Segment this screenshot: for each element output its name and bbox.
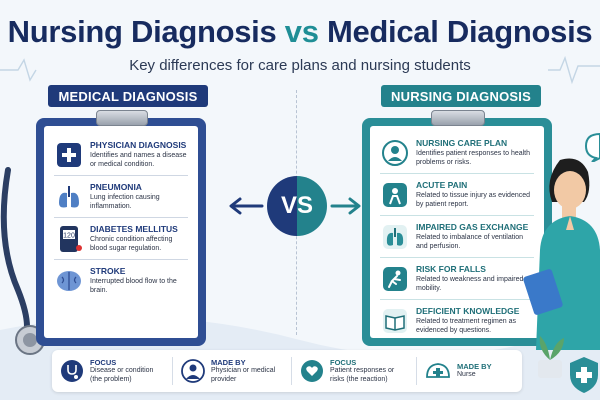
separator — [291, 357, 292, 385]
clipboard-clip — [431, 110, 485, 126]
item-title: DIABETES MELLITUS — [90, 224, 178, 234]
item-title: ACUTE PAIN — [416, 180, 468, 190]
summary-medical-made-by: MADE BY Physician or medical provider — [173, 350, 291, 392]
summary-title: FOCUS — [90, 358, 117, 367]
item-title: NURSING CARE PLAN — [416, 138, 508, 148]
title-nursing: Nursing Diagnosis — [7, 14, 285, 49]
summary-desc: Physician or medical provider — [211, 367, 276, 383]
summary-title: FOCUS — [330, 358, 357, 367]
stethoscope-icon — [60, 358, 84, 384]
medical-clipboard: PHYSICIAN DIAGNOSIS Identifies and names… — [36, 118, 206, 346]
svg-text:120: 120 — [63, 233, 75, 240]
chat-bubble-icon — [584, 132, 600, 162]
list-item: IMPAIRED GAS EXCHANGE Related to imbalan… — [380, 222, 534, 252]
clipboard-clip — [96, 110, 148, 126]
vs-text: VS — [280, 192, 313, 219]
item-title: DEFICIENT KNOWLEDGE — [416, 306, 520, 316]
divider — [54, 175, 188, 176]
item-desc: Identifies patient responses to health p… — [416, 150, 531, 166]
list-item: PNEUMONIA Lung infection causing inflamm… — [54, 182, 188, 212]
falling-person-icon — [380, 264, 410, 294]
item-desc: Lung infection causing inflammation. — [90, 194, 160, 210]
lungs-icon — [54, 182, 84, 212]
divider — [54, 259, 188, 260]
summary-desc: Nurse — [457, 371, 476, 379]
item-desc: Related to treatment regimen as evidence… — [416, 318, 516, 334]
nursing-paper: NURSING CARE PLAN Identifies patient res… — [370, 126, 544, 338]
divider — [54, 217, 188, 218]
list-item: NURSING CARE PLAN Identifies patient res… — [380, 138, 534, 168]
summary-nursing-made-by: MADE BY Nurse — [417, 350, 517, 392]
glucose-meter-icon: 120 — [54, 224, 84, 254]
item-title: RISK FOR FALLS — [416, 264, 486, 274]
summary-medical-focus: FOCUS Disease or condition (the problem) — [52, 350, 172, 392]
arrow-right-icon — [330, 197, 361, 215]
medical-paper: PHYSICIAN DIAGNOSIS Identifies and names… — [44, 126, 198, 338]
lungs-icon — [380, 222, 410, 252]
item-title: STROKE — [90, 266, 126, 276]
summary-bar: FOCUS Disease or condition (the problem)… — [52, 350, 522, 392]
divider — [380, 215, 534, 216]
page-title: Nursing Diagnosis vs Medical Diagnosis — [0, 14, 600, 50]
summary-title: MADE BY — [211, 358, 246, 367]
shield-icon — [570, 357, 598, 393]
medical-diagnosis-label: MEDICAL DIAGNOSIS — [48, 85, 208, 107]
list-item: RISK FOR FALLS Related to weakness and i… — [380, 264, 534, 294]
nursing-clipboard: NURSING CARE PLAN Identifies patient res… — [362, 118, 552, 346]
summary-desc: Disease or condition (the problem) — [90, 367, 154, 383]
summary-desc: Patient responses or risks (the reaction… — [330, 367, 395, 383]
list-item: DEFICIENT KNOWLEDGE Related to treatment… — [380, 306, 534, 336]
list-item: PHYSICIAN DIAGNOSIS Identifies and names… — [54, 140, 188, 170]
item-desc: Identifies and names a disease or medica… — [90, 152, 187, 168]
item-desc: Related to imbalance of ventilation and … — [416, 234, 524, 250]
person-icon — [380, 138, 410, 168]
nurse-cap-icon — [425, 358, 451, 384]
nurse-illustration — [523, 158, 600, 350]
book-icon — [380, 306, 410, 336]
item-title: IMPAIRED GAS EXCHANGE — [416, 222, 529, 232]
divider — [380, 173, 534, 174]
divider — [380, 299, 534, 300]
list-item: STROKE Interrupted blood flow to the bra… — [54, 266, 188, 296]
plant-icon — [538, 336, 564, 378]
item-title: PNEUMONIA — [90, 182, 142, 192]
item-desc: Interrupted blood flow to the brain. — [90, 278, 177, 294]
item-desc: Chronic condition affecting blood sugar … — [90, 236, 173, 252]
page-subtitle: Key differences for care plans and nursi… — [129, 57, 471, 74]
brain-icon — [54, 266, 84, 296]
list-item: ACUTE PAIN Related to tissue injury as e… — [380, 180, 534, 210]
list-item: 120 DIABETES MELLITUS Chronic condition … — [54, 224, 188, 254]
arrow-left-icon — [229, 197, 264, 215]
item-desc: Related to weakness and impaired mobilit… — [416, 276, 524, 292]
separator — [416, 357, 417, 385]
separator — [172, 357, 173, 385]
doctor-icon — [181, 358, 205, 384]
heart-hands-icon — [300, 358, 324, 384]
summary-title: MADE BY — [457, 362, 492, 372]
medical-cross-icon — [54, 140, 84, 170]
title-medical: Medical Diagnosis — [318, 14, 593, 49]
title-vs: vs — [284, 14, 319, 49]
summary-nursing-focus: FOCUS Patient responses or risks (the re… — [292, 350, 416, 392]
nursing-diagnosis-label: NURSING DIAGNOSIS — [381, 85, 541, 107]
pain-icon — [380, 180, 410, 210]
item-desc: Related to tissue injury as evidenced by… — [416, 192, 531, 208]
item-title: PHYSICIAN DIAGNOSIS — [90, 140, 187, 150]
vs-badge: VS — [267, 176, 327, 236]
divider — [380, 257, 534, 258]
